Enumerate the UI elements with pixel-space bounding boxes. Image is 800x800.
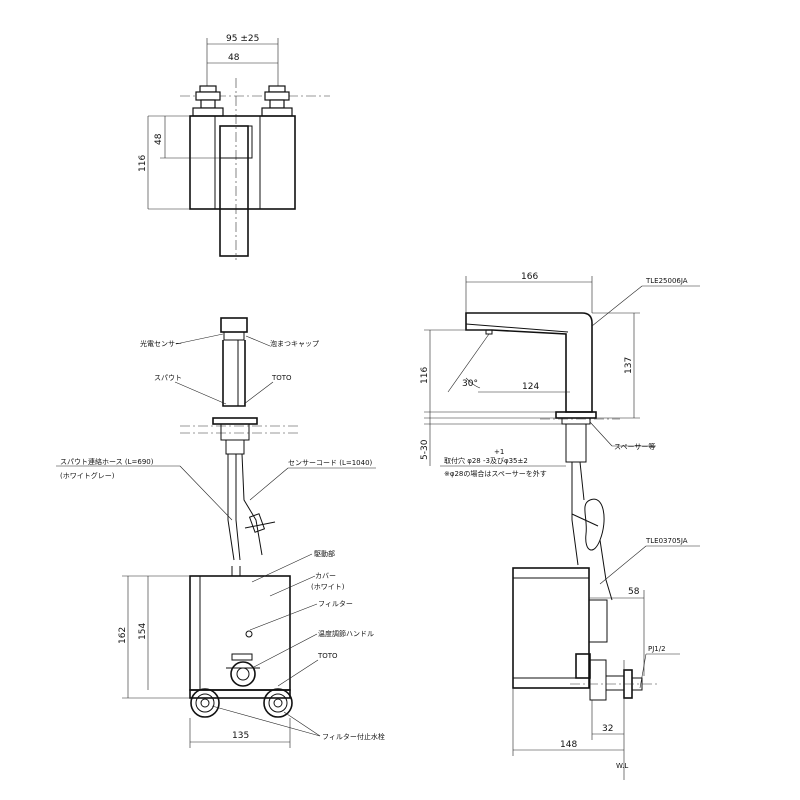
top-view-box — [189, 115, 296, 210]
left-fitting — [192, 85, 224, 117]
label-hole: 取付穴 φ28 -3及びφ35±2 — [444, 456, 528, 465]
side-view: W.L 166 TLE25006JA 137 116 30° 124 5-30 — [420, 272, 700, 780]
dim-angle: 30° — [462, 379, 478, 389]
dim-reach-inner: 124 — [522, 382, 539, 392]
dim-width-tol: 95 ±25 — [226, 34, 259, 44]
right-fitting — [261, 85, 293, 117]
label-sensor: 光電センサー — [140, 339, 182, 348]
dim-deck: 5-30 — [420, 439, 430, 460]
label-spacer: スペーサー等 — [614, 442, 655, 451]
label-drive-unit: 駆動部 — [314, 549, 335, 558]
label-spout: スパウト — [154, 374, 182, 382]
dim-depth: 48 — [154, 133, 164, 145]
label-cover: カバー — [315, 572, 336, 580]
right-stop-valve — [263, 688, 293, 718]
dim-overall: 116 — [138, 155, 148, 172]
dim-box-outer-h: 162 — [118, 627, 128, 644]
label-pipe: PJ1/2 — [648, 645, 666, 653]
dim-spout-reach: 166 — [521, 272, 538, 282]
label-hole-sup: +1 — [494, 448, 504, 456]
dim-box-w: 135 — [232, 731, 249, 741]
label-filter: フィルター — [318, 599, 353, 608]
label-model-top: TLE25006JA — [645, 277, 688, 285]
dim-pipe-h: 32 — [602, 724, 613, 734]
label-sensor-cord: センサーコード (L=1040) — [288, 459, 373, 467]
label-hole-note: ※φ28の場合はスペーサーを外す — [444, 469, 547, 478]
label-wl: W.L — [616, 762, 628, 770]
left-stop-valve — [190, 688, 220, 718]
label-hose-color: (ホワイトグレー) — [60, 471, 115, 480]
dim-box-depth: 148 — [560, 740, 577, 750]
dim-height-spout: 116 — [420, 367, 430, 384]
label-brand-top: TOTO — [271, 374, 292, 382]
front-view: 162 154 135 光電センサー 泡まつキャップ スパウト TOTO スパウ… — [56, 317, 385, 748]
dim-height-total: 137 — [624, 357, 634, 374]
label-stop-valve: フィルター付止水栓 — [322, 732, 385, 741]
dim-box-to-pipe: 58 — [628, 587, 640, 597]
label-hose: スパウト連絡ホース (L=690) — [60, 457, 154, 466]
side-spout — [465, 312, 593, 413]
dim-box-inner-h: 154 — [138, 623, 148, 640]
top-view-spout — [219, 125, 249, 257]
label-brand-box: TOTO — [317, 652, 338, 660]
label-cover-color: (ホワイト) — [311, 583, 345, 591]
side-box — [512, 567, 590, 689]
dim-width: 48 — [228, 53, 240, 63]
top-view: 95 ±25 48 116 48 — [138, 34, 330, 260]
label-temp-handle: 温度調節ハンドル — [318, 629, 374, 638]
label-foam-cap: 泡まつキャップ — [270, 339, 319, 348]
drive-box — [189, 575, 291, 691]
label-model-box: TLE03705JA — [645, 537, 688, 545]
